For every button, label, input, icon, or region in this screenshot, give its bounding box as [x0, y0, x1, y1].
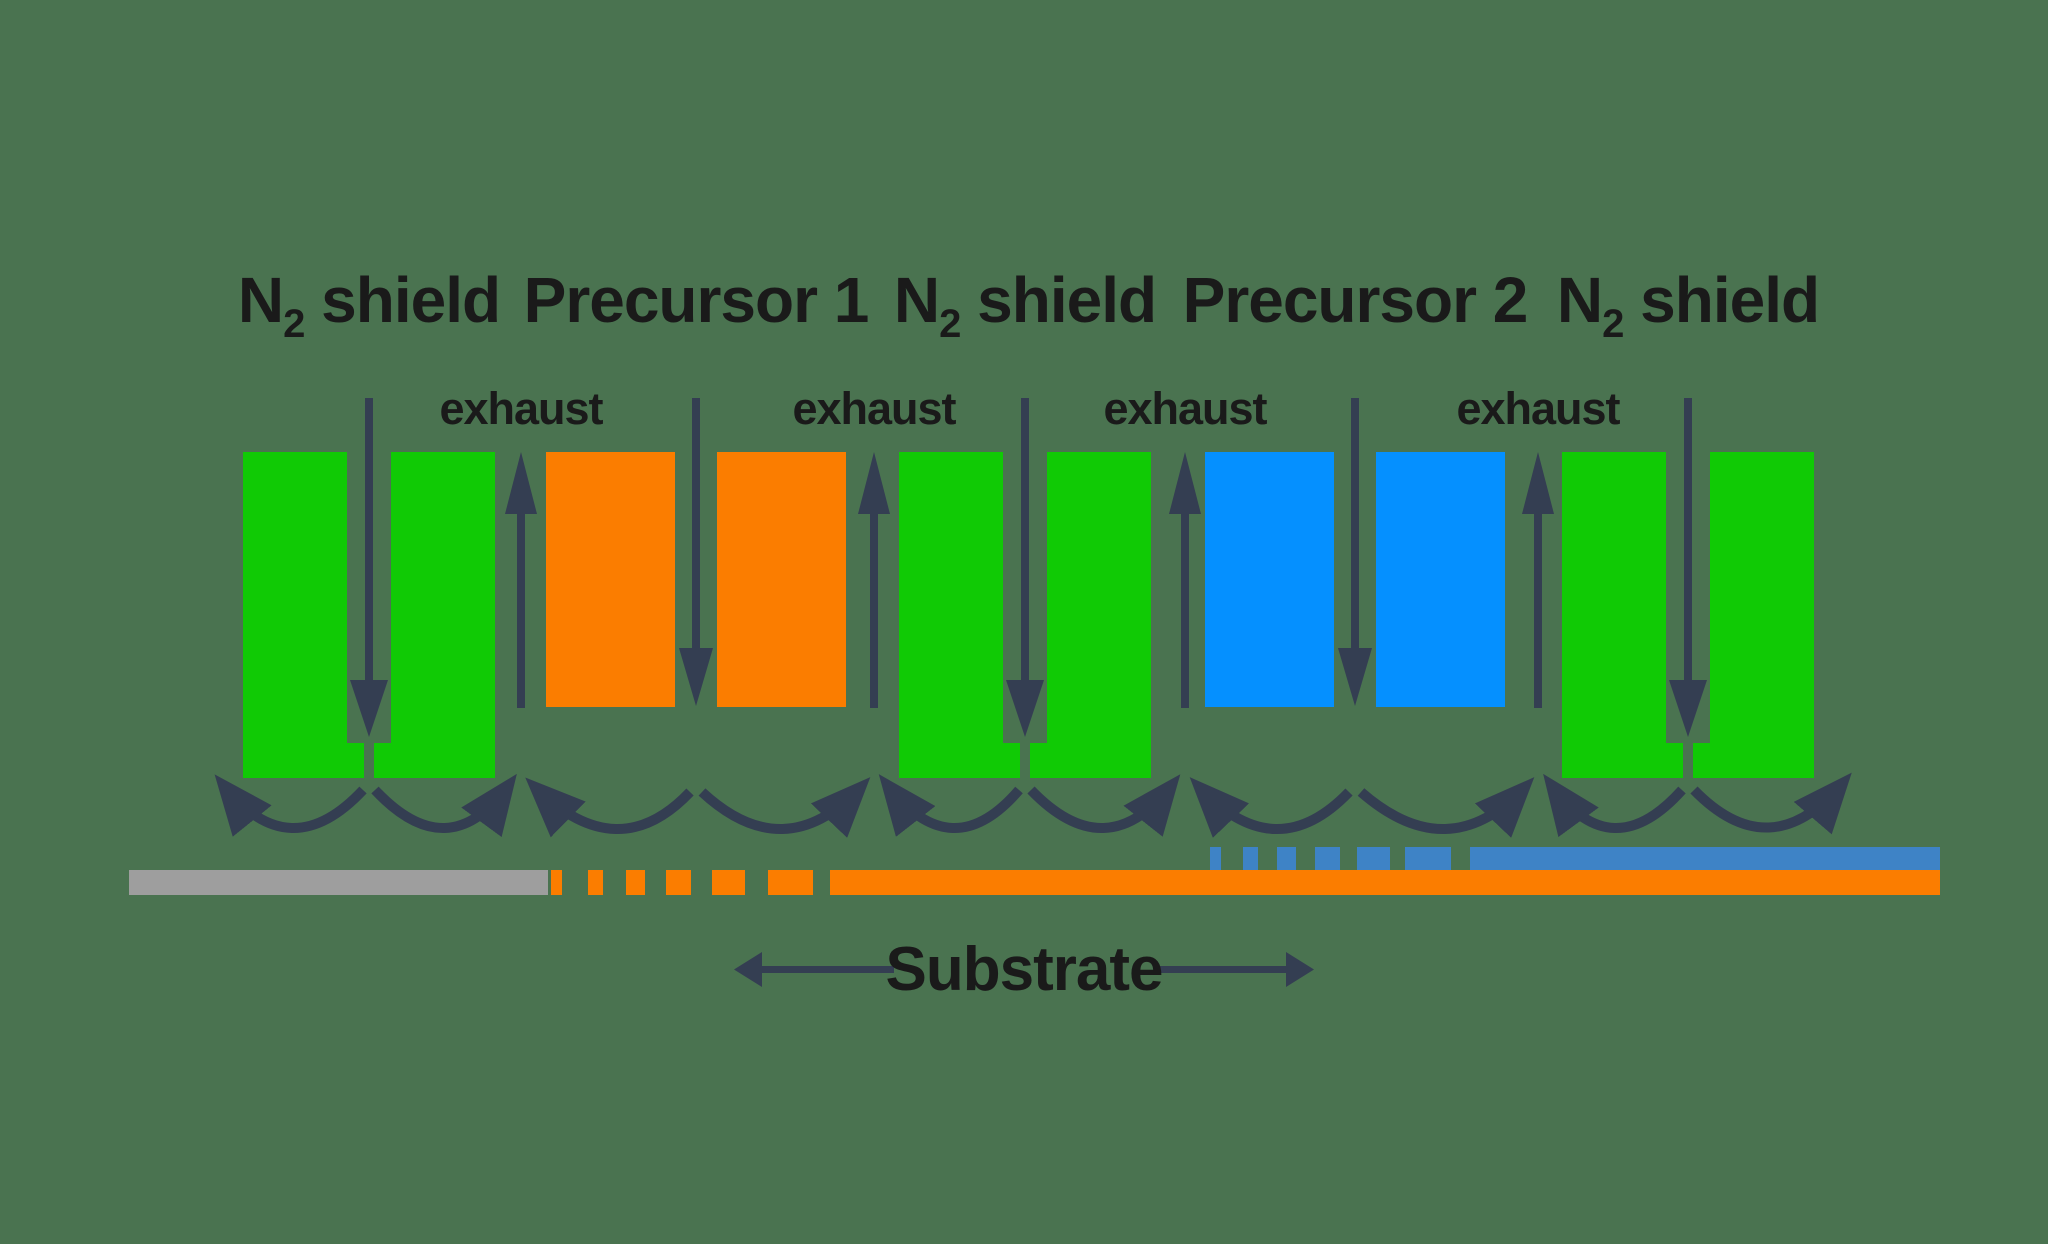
- arrow-head: [350, 680, 388, 737]
- gas-flow-arc-icon: [698, 777, 871, 838]
- arrow-head: [1669, 680, 1707, 737]
- film2-layer: [1210, 847, 1940, 870]
- zone-label-rest: shield: [960, 264, 1156, 336]
- zone-label-subscript: 2: [1602, 302, 1623, 346]
- gas-flow-arc-icon: [878, 774, 1023, 837]
- arrow-head: [679, 648, 713, 706]
- zone-label-precursor-2: Precursor 2: [1183, 264, 1528, 336]
- film1-dash: [768, 870, 813, 895]
- arrow-head: [734, 952, 762, 987]
- arrow-shaft: [1351, 398, 1359, 650]
- exhaust-arrow-icon: [858, 452, 890, 708]
- zone-label-subscript: 2: [283, 302, 304, 346]
- n2-shield-block: [1693, 452, 1814, 778]
- n2-inlet-arrow-icon: [1006, 398, 1044, 737]
- zone-label-rest: shield: [304, 264, 500, 336]
- arrow-shaft: [870, 514, 878, 708]
- zone-label-main: Precursor 1: [524, 264, 869, 336]
- arrow-head: [858, 452, 890, 514]
- exhaust-arrow-icon: [1522, 452, 1554, 708]
- film1-solid: [830, 870, 1940, 895]
- n2-inlet-arrow-icon: [1669, 398, 1707, 737]
- film2-dash: [1210, 847, 1221, 870]
- film2-solid: [1470, 847, 1940, 870]
- precursor2-block: [1205, 452, 1334, 707]
- arrow-shaft: [1021, 398, 1029, 686]
- n2-shield-block: [243, 452, 364, 778]
- exhaust-label: exhaust: [1456, 383, 1620, 434]
- gas-flow-arc-icon: [1543, 773, 1686, 838]
- film2-dash: [1243, 847, 1258, 870]
- exhaust-arrow-icon: [505, 452, 537, 708]
- film1-dash: [588, 870, 603, 895]
- arrow-shaft: [692, 398, 700, 650]
- precursor1-inlet-arrow-icon: [679, 398, 713, 706]
- gas-blocks: [243, 452, 1814, 778]
- film2-dash: [1277, 847, 1296, 870]
- inlet-arrows: [350, 398, 1707, 737]
- precursor1-block: [546, 452, 675, 707]
- film1-dash: [712, 870, 745, 895]
- arrow-head: [1169, 452, 1201, 514]
- gas-flow-arc-icon: [1027, 774, 1181, 837]
- gas-flow-arc-icon: [525, 777, 694, 838]
- arrow-head: [1006, 680, 1044, 737]
- film1-dash: [626, 870, 645, 895]
- substrate-bar-bare: [129, 870, 548, 895]
- substrate-motion-arrow-left-icon: [734, 952, 894, 987]
- substrate-motion-arrow-right-icon: [1154, 952, 1314, 987]
- arrow-shaft: [1684, 398, 1692, 686]
- n2-shield-block: [899, 452, 1020, 778]
- arrow-shaft: [1181, 514, 1189, 708]
- arrow-shaft: [1154, 966, 1290, 973]
- exhaust-label: exhaust: [1103, 383, 1267, 434]
- film1-dash: [666, 870, 691, 895]
- zone-label-n2-shield-1: N2 shield: [238, 264, 500, 346]
- film1-layer: [551, 870, 1940, 895]
- arrow-shaft: [758, 966, 894, 973]
- gas-flow-arc-icon: [371, 773, 517, 838]
- exhaust-arrows: [505, 452, 1554, 708]
- n2-shield-block: [1030, 452, 1151, 778]
- arrow-shaft: [1534, 514, 1542, 708]
- exhaust-label: exhaust: [792, 383, 956, 434]
- substrate-label: Substrate: [886, 935, 1163, 1004]
- exhaust-labels: exhaust exhaust exhaust exhaust: [439, 383, 1621, 434]
- zone-label-main: Precursor 2: [1183, 264, 1528, 336]
- arrow-head: [1338, 648, 1372, 706]
- arrow-head: [1522, 452, 1554, 514]
- film2-dash: [1357, 847, 1390, 870]
- zone-label-precursor-1: Precursor 1: [524, 264, 869, 336]
- film1-dash: [551, 870, 562, 895]
- exhaust-label: exhaust: [439, 383, 603, 434]
- gas-flow-arcs: [214, 772, 1852, 838]
- n2-shield-block: [1562, 452, 1683, 778]
- arrow-head: [505, 452, 537, 514]
- substrate-motion-arrows: [734, 952, 1314, 987]
- n2-shield-block: [374, 452, 495, 778]
- arrow-shaft: [517, 514, 525, 708]
- zone-label-main: N: [1557, 264, 1602, 336]
- zone-label-main: N: [238, 264, 283, 336]
- precursor2-block: [1376, 452, 1505, 707]
- exhaust-arrow-icon: [1169, 452, 1201, 708]
- film2-dash: [1405, 847, 1451, 870]
- gas-flow-arc-icon: [1690, 772, 1852, 835]
- zone-labels: N2 shield Precursor 1 N2 shield Precurso…: [238, 264, 1820, 346]
- film2-dash: [1315, 847, 1340, 870]
- precursor1-block: [717, 452, 846, 707]
- zone-label-main: N: [894, 264, 939, 336]
- zone-label-n2-shield-3: N2 shield: [1557, 264, 1819, 346]
- zone-label-subscript: 2: [939, 302, 960, 346]
- arrow-shaft: [365, 398, 373, 686]
- n2-inlet-arrow-icon: [350, 398, 388, 737]
- precursor2-inlet-arrow-icon: [1338, 398, 1372, 706]
- gas-flow-arc-icon: [1189, 777, 1353, 838]
- zone-label-n2-shield-2: N2 shield: [894, 264, 1156, 346]
- zone-label-rest: shield: [1623, 264, 1819, 336]
- arrow-head: [1286, 952, 1314, 987]
- gas-flow-arc-icon: [1357, 777, 1535, 838]
- gas-flow-arc-icon: [214, 774, 367, 837]
